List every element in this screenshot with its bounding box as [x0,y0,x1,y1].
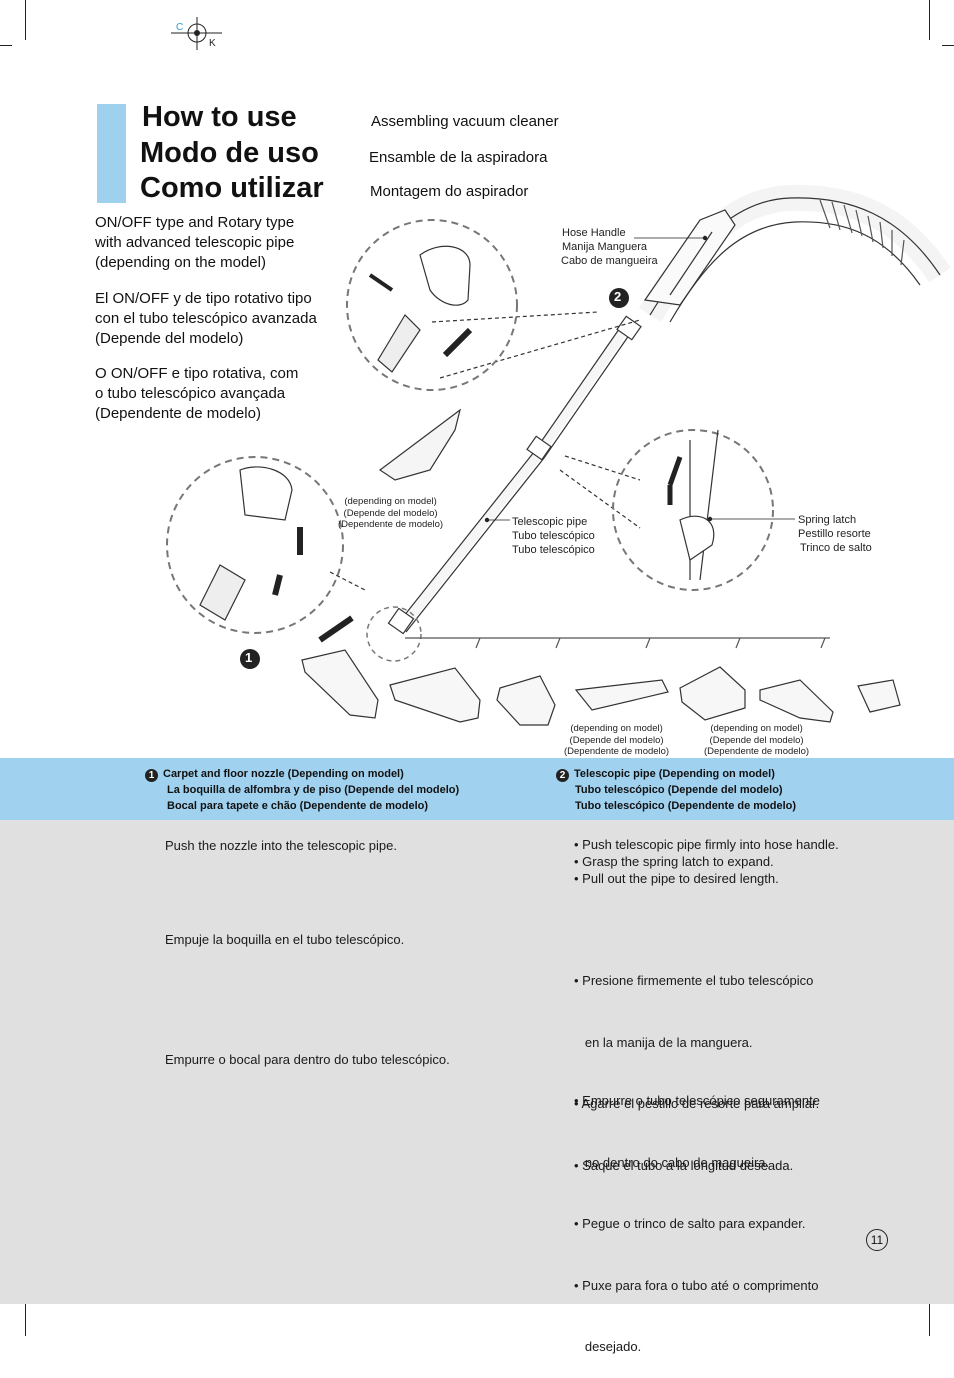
note-line: (Dependente de modelo) [338,519,444,530]
section1-text-es: Empuje la boquilla en el tubo telescópic… [165,932,405,947]
note-line: (Depende del modelo) [709,734,804,746]
label-line: Spring latch [798,514,857,526]
label-line: Hose Handle [562,227,626,239]
label-line: Trinco de salto [800,542,872,554]
intro-en: ON/OFF type and Rotary type with advance… [95,213,345,273]
bullet-line: • Pegue o trinco de salto para expander. [574,1216,806,1231]
title-accent-bar [97,104,126,203]
bullet-line: • Agarre el pestillo de resorte para amp… [574,1096,820,1111]
note-line: (depending on model) [710,723,803,734]
label-spring-latch: Spring latch Pestillo resorte Trinco de … [798,513,872,555]
intro-en-line: ON/OFF type and Rotary type [95,214,295,231]
label-line: Manija Manguera [562,241,647,253]
section1-header-line: Bocal para tapete e chão (Dependente de … [167,800,429,812]
bullet-line: • Grasp the spring latch to expand. [574,854,774,869]
note-line: (Depende del modelo) [569,734,664,746]
intro-es: El ON/OFF y de tipo rotativo tipo con el… [95,289,345,349]
step-marker-1 [240,649,260,669]
instruction-panel [0,820,954,1304]
detail-circle-hose [346,219,518,391]
label-telescopic-pipe: Telescopic pipe Tubo telescópico Tubo te… [512,515,595,557]
detail-circle-nozzle [166,456,344,634]
subtitle-es: Ensamble de la aspiradora [369,149,548,166]
subtitle-pt: Montagem do aspirador [370,183,529,200]
section-header-band [0,758,954,820]
step-marker-2 [609,288,629,308]
crop-mark [25,0,26,40]
title-es: Modo de uso [140,137,319,169]
subtitle-en: Assembling vacuum cleaner [371,113,559,130]
intro-pt-line: O ON/OFF e tipo rotativa, com [95,365,299,382]
bullet-line: • Push telescopic pipe firmly into hose … [574,837,839,852]
intro-en-line: with advanced telescopic pipe [95,234,295,251]
depending-note: (depending on model) (Depende del modelo… [704,723,809,758]
intro-pt: O ON/OFF e tipo rotativa, com o tubo tel… [95,364,345,424]
note-line: (depending on model) [344,496,437,507]
bullet-line: • Empurre o tubo telescópico seguramente [574,1093,820,1108]
section2-header-line: Tubo telescópico (Dependente de modelo) [575,800,797,812]
intro-es-line: (Depende del modelo) [95,330,244,347]
crop-mark [929,0,930,40]
depending-note: (depending on model) (Depende del modelo… [338,496,443,531]
section2-number: 2 [556,769,569,782]
bullet-line: • Pull out the pipe to desired length. [574,871,779,886]
note-line: (Depende del modelo) [343,507,438,519]
section1-header-line: La boquilla de alfombra y de piso (Depen… [167,784,460,796]
note-line: (Dependente de modelo) [564,746,670,757]
section2-header: 2 Telescopic pipe (Depending on model) Tu… [556,766,796,814]
intro-pt-line: (Dependente de modelo) [95,405,261,422]
intro-es-line: El ON/OFF y de tipo rotativo tipo [95,290,312,307]
bullet-line: no dentro do cabo de magueira. [574,1154,770,1170]
assembly-illustration [166,184,951,726]
hose-handle [643,209,736,306]
title-pt: Como utilizar [140,172,324,204]
intro-en-line: (depending on the model) [95,254,266,271]
label-line: Telescopic pipe [512,516,588,528]
reg-mark-k: K [209,38,216,49]
section1-number: 1 [145,769,158,782]
crop-mark [25,1304,26,1336]
intro-es-line: con el tubo telescópico avanzada [95,310,317,327]
bullet-line: • Presione firmemente el tubo telescópic… [574,973,814,988]
detail-circle-latch [612,429,774,591]
bullet-line: • Saque el tubo a la longitud deseada. [574,1157,794,1173]
label-line: Cabo de mangueira [561,255,658,267]
crop-mark [0,45,12,46]
label-line: Tubo telescópico [512,544,595,556]
note-line: (depending on model) [570,723,663,734]
depending-note: (depending on model) (Depende del modelo… [564,723,669,758]
label-line: Tubo telescópico [512,530,595,542]
nozzle-row [301,649,901,726]
page-number: 11 [866,1229,888,1251]
section2-text-pt: • Empurre o tubo telescópico seguramente… [574,1050,820,1378]
section2-header-line: Tubo telescópico (Depende del modelo) [575,784,783,796]
step-marker-2-label: 2 [614,289,622,304]
label-line: Pestillo resorte [798,528,871,540]
section2-text-en: • Push telescopic pipe firmly into hose … [574,836,839,887]
bullet-line: en la manija de la manguera. [574,1034,753,1050]
reg-mark-c: C [176,22,184,33]
section1-header-line: Carpet and floor nozzle (Depending on mo… [163,768,404,780]
section2-header-line: Telescopic pipe (Depending on model) [574,768,775,780]
section1-header: 1 Carpet and floor nozzle (Depending on m… [145,766,459,814]
section1-text-pt: Empurre o bocal para dentro do tubo tele… [165,1052,450,1067]
intro-pt-line: o tubo telescópico avançada [95,385,286,402]
step-marker-1-label: 1 [245,650,253,665]
note-line: (Dependente de modelo) [704,746,810,757]
section1-text-en: Push the nozzle into the telescopic pipe… [165,838,397,853]
bullet-line: desejado. [574,1339,642,1354]
bullet-line: • Puxe para fora o tubo até o compriment… [574,1277,819,1293]
section2-text-es: • Presione firmemente el tubo telescópic… [574,930,819,1197]
label-hose-handle: Hose Handle Manija Manguera Cabo de mang… [561,226,658,268]
title-en: How to use [142,101,297,133]
crop-mark [942,45,954,46]
crop-mark [929,1304,930,1336]
